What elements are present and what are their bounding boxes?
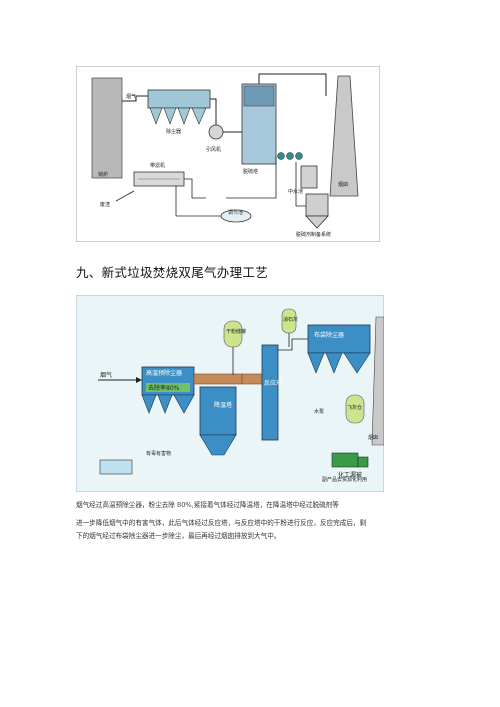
- removal-rate-label: 去除率80%: [148, 384, 180, 392]
- truck-icon: [331, 452, 359, 468]
- flue-gas-label-2: 烟气: [100, 371, 112, 379]
- toxic-label: 有毒有害物: [146, 450, 171, 457]
- induced-fan-icon: [208, 124, 224, 140]
- lime-silo-label: 消石灰: [283, 316, 298, 323]
- cooling-tower-shape: [199, 386, 237, 436]
- regulating-tank-label: 调节池: [228, 209, 243, 216]
- belt-filter-label: 带滤机: [150, 162, 165, 169]
- section-heading: 九、新式垃圾焚烧双尾气办理工艺: [76, 265, 269, 280]
- paragraph-line-2: 进一步降低烟气中的有害气体，此后气体经过反应塔，与反应塔中的干粉进行反应，反应完…: [76, 519, 367, 527]
- hot-precip-label: 高温预除尘器: [146, 369, 182, 377]
- reaction-tank-label: 中水池: [288, 188, 303, 195]
- byproduct-label: 副产品去资源化利用: [322, 476, 367, 483]
- reaction-tower-label: 反应塔: [264, 379, 282, 387]
- dust-collector-shape: [147, 89, 211, 109]
- reaction-tank-shape: [300, 165, 318, 189]
- desulfurization-tower-label: 脱硫塔: [243, 168, 258, 175]
- bag-filter-label: 布袋除尘器: [314, 331, 344, 339]
- boiler-label: 锅炉: [98, 171, 108, 178]
- waste-residue-label: 废渣: [100, 201, 110, 208]
- dry-powder-label: 干粉储罐: [226, 328, 246, 335]
- paragraph-line-1: 烟气经过高温预除尘器，粉尘去除 80%,紧接着气体经过降温塔，在降温塔中经过脱硫…: [76, 501, 339, 509]
- reaction-tower-shape: [261, 344, 279, 441]
- dust-collector-label: 除尘器: [166, 128, 181, 135]
- chimney-label-2: 烟囱: [368, 434, 378, 441]
- induced-fan-label: 引风机: [206, 146, 221, 153]
- prep-system-label: 脱硫剂制备系统: [296, 231, 331, 238]
- pump-label: 水泵: [314, 408, 324, 415]
- watermark: 化工漏被: [338, 471, 362, 479]
- chimney-shape: [329, 75, 359, 197]
- bag-filter-shape: [307, 324, 371, 354]
- chimney-label: 烟囱: [338, 181, 348, 188]
- process-diagram-2: 烟气 高温预除尘器 去除率80% 干粉储罐 降温塔 消石灰 反应塔 布袋除尘器 …: [76, 295, 384, 492]
- cooling-tower-label: 降温塔: [214, 401, 232, 409]
- flue-gas-label-1: 烟气: [126, 93, 136, 100]
- ash-silo: [345, 394, 365, 424]
- paragraph-line-3: 下的烟气经过布袋除尘器进一步除尘，最后再经过烟囱排放到大气中。: [76, 532, 281, 540]
- boiler-shape: [91, 77, 123, 179]
- ash-silo-label: 飞灰仓: [347, 404, 362, 411]
- process-diagram-1: 锅炉 烟气 除尘器 引风机 脱硫塔 烟囱 带滤机 废渣 调节池 中水池 脱硫剂制…: [76, 66, 380, 242]
